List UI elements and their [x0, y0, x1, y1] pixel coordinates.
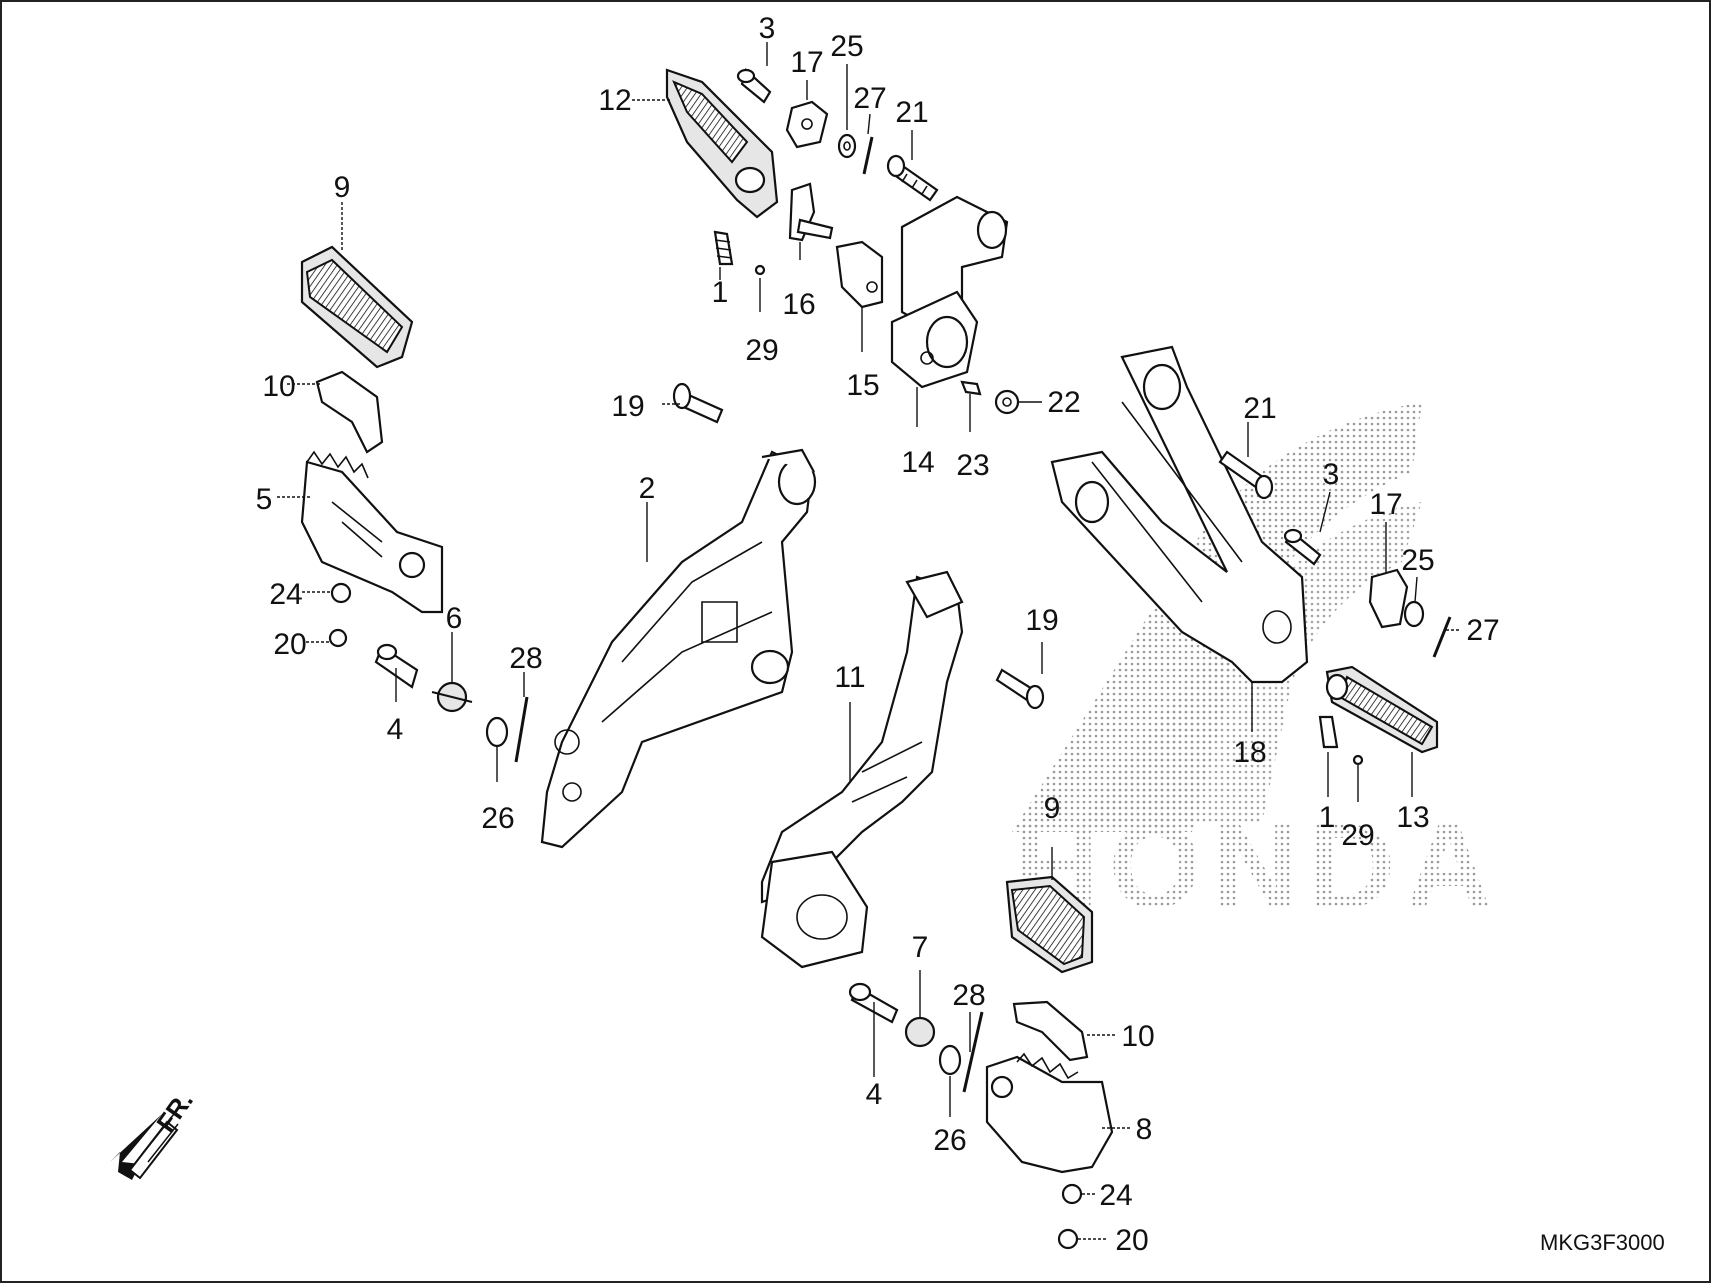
leader-lines [277, 42, 1460, 1240]
callout-1: 1 [1319, 801, 1336, 834]
callout-24: 24 [1099, 1179, 1132, 1212]
part-20-screw-right [1057, 1228, 1079, 1250]
part-14-clamp [890, 195, 1009, 389]
part-28-pin-right [962, 1011, 984, 1093]
callout-7: 7 [912, 931, 929, 964]
part-8-footpeg [985, 1052, 1114, 1174]
part-15-bracket [835, 240, 884, 309]
front-arrow-label: FR. [150, 1086, 199, 1138]
part-29-ball-right [1352, 754, 1364, 766]
callout-28: 28 [952, 979, 985, 1012]
part-17-plate-right [1368, 568, 1409, 629]
part-29-ball [754, 264, 766, 276]
part-22-nut [994, 389, 1020, 415]
part-4-pin-left [374, 643, 419, 689]
callout-11: 11 [834, 661, 865, 694]
callout-6: 6 [446, 602, 463, 635]
callout-labels: 3 17 25 27 21 12 9 1 16 29 15 10 14 23 2… [256, 12, 1500, 1257]
front-direction-arrow: FR. [110, 1086, 199, 1180]
callout-5: 5 [256, 483, 273, 516]
callout-25: 25 [1401, 544, 1434, 577]
part-21-bolt-right [1218, 450, 1274, 500]
callout-22: 22 [1047, 386, 1080, 419]
part-2-main-bracket [540, 448, 817, 849]
callout-3: 3 [1323, 458, 1340, 491]
part-12-footpeg [665, 68, 779, 219]
callout-19: 19 [611, 390, 644, 423]
callout-25: 25 [830, 30, 863, 63]
diagram-code: MKG3F3000 [1540, 1230, 1665, 1255]
part-25-washer-right [1403, 600, 1425, 628]
callout-14: 14 [901, 446, 934, 479]
part-21-bolt [886, 154, 939, 202]
callout-21: 21 [1243, 392, 1276, 425]
part-10-plate-left [315, 370, 384, 454]
part-23-screw [960, 380, 982, 396]
part-9-rubber-left [300, 245, 414, 369]
callout-27: 27 [853, 82, 886, 115]
part-3-pin [736, 67, 772, 104]
part-19-bolt-lower [995, 668, 1045, 710]
callout-21: 21 [895, 96, 928, 129]
part-3-pin-right [1283, 528, 1322, 566]
part-24-nut-left [330, 582, 352, 604]
callout-13: 13 [1396, 801, 1429, 834]
callout-20: 20 [273, 628, 306, 661]
callout-29: 29 [745, 334, 778, 367]
callout-9: 9 [1044, 792, 1061, 825]
part-10-plate-right [1012, 1000, 1089, 1062]
callout-18: 18 [1233, 736, 1266, 769]
callout-24: 24 [269, 578, 302, 611]
part-5-footpeg [300, 450, 444, 614]
callout-15: 15 [846, 369, 879, 402]
part-20-screw-left [328, 628, 348, 648]
callout-12: 12 [598, 84, 631, 117]
callout-9: 9 [334, 171, 351, 204]
callout-4: 4 [866, 1078, 883, 1111]
part-1-spring-right [1318, 715, 1339, 749]
part-16-bolt [788, 182, 834, 242]
callout-26: 26 [933, 1124, 966, 1157]
callout-16: 16 [782, 288, 815, 321]
callout-10: 10 [262, 370, 295, 403]
part-26-washer-left [485, 716, 509, 748]
part-7-spring [904, 1016, 936, 1048]
part-27-cotter-pin-right [1432, 616, 1452, 658]
callout-2: 2 [639, 472, 656, 505]
callout-27: 27 [1466, 614, 1499, 647]
part-13-footpeg [1325, 665, 1439, 754]
part-1-spring [713, 230, 734, 266]
part-17-plate [785, 100, 829, 149]
callout-26: 26 [481, 802, 514, 835]
part-24-nut-right [1061, 1183, 1083, 1205]
callout-8: 8 [1136, 1113, 1153, 1146]
part-28-pin-left [514, 696, 529, 763]
part-26-washer-right [938, 1044, 962, 1076]
callout-17: 17 [1369, 488, 1402, 521]
callout-10: 10 [1121, 1020, 1154, 1053]
part-25-washer [837, 133, 857, 159]
callout-28: 28 [509, 642, 542, 675]
callout-1: 1 [712, 276, 729, 309]
callout-4: 4 [387, 713, 404, 746]
part-27-cotter-pin [862, 136, 874, 175]
callout-29: 29 [1341, 819, 1374, 852]
part-11-bracket [760, 570, 964, 969]
part-19-bolt-upper [672, 382, 724, 424]
callout-23: 23 [956, 449, 989, 482]
part-6-spring [431, 681, 473, 713]
callout-19: 19 [1025, 604, 1058, 637]
callout-3: 3 [759, 12, 776, 45]
callout-17: 17 [790, 46, 823, 79]
callout-20: 20 [1115, 1224, 1148, 1257]
